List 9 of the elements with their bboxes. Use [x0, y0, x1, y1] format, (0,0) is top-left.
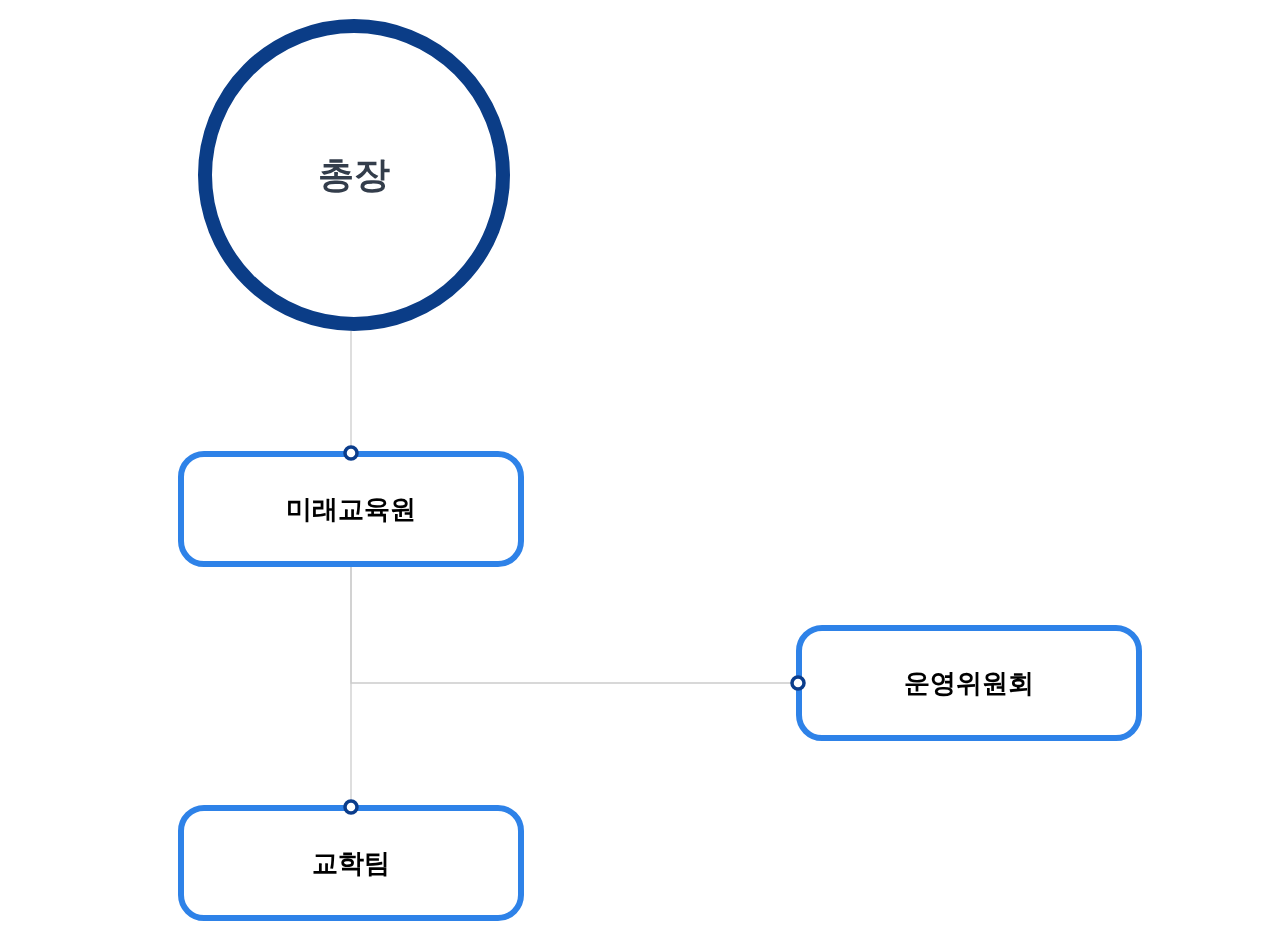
connector-line: [343, 566, 359, 815]
rounded-box: [796, 625, 1142, 741]
rounded-box: [178, 451, 524, 567]
node-label: 교학팀: [312, 846, 390, 880]
node-label: 총장: [318, 153, 390, 197]
rounded-box: [178, 805, 524, 921]
node-label: 운영위원회: [904, 666, 1034, 700]
connector-line: [343, 330, 359, 461]
node-label: 미래교육원: [286, 492, 416, 526]
